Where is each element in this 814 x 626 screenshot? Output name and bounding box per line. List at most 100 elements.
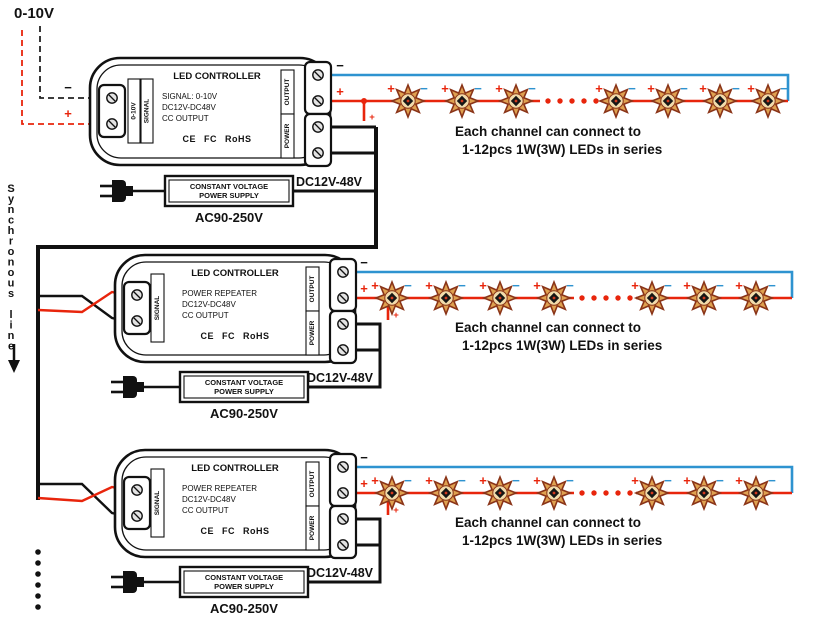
- polarity-minus-label: −: [628, 81, 636, 96]
- polarity-minus-label: −: [566, 473, 574, 488]
- signal-strip-label: SIGNAL: [144, 99, 151, 124]
- polarity-minus-label: −: [420, 81, 428, 96]
- controller-title: LED CONTROLLER: [191, 268, 279, 279]
- ac-plug-icon: [98, 178, 135, 204]
- controller-spec-3: CC OUTPUT: [182, 506, 229, 515]
- synchronous-line-label: Synchronous line: [5, 183, 17, 351]
- power-supply-1: CONSTANT VOLTAGE POWER SUPPLY AC90-250V …: [98, 174, 363, 225]
- polarity-plus-label: +: [683, 278, 691, 293]
- led-module: [651, 84, 685, 118]
- polarity-minus-label: −: [474, 81, 482, 96]
- polarity-minus-label: −: [360, 255, 368, 270]
- polarity-plus-label: +: [387, 81, 395, 96]
- twist-black-wire: [38, 294, 127, 323]
- ac-rating-label: AC90-250V: [195, 210, 263, 225]
- ac-plug-icon: [109, 569, 146, 595]
- led-module: [429, 281, 463, 315]
- negative-return-wire: [354, 465, 794, 493]
- psu-box-inner: [183, 570, 305, 594]
- controller-spec-3: CC OUTPUT: [162, 114, 209, 123]
- power-supply-2: CONSTANT VOLTAGE POWER SUPPLY AC90-250V …: [109, 370, 374, 421]
- polarity-markers: − + + − + − + − + − + − + − + − +: [360, 450, 776, 516]
- signal-wire-positive: [21, 30, 101, 125]
- polarity-minus-label: −: [458, 473, 466, 488]
- ac-rating-label: AC90-250V: [210, 601, 278, 616]
- polarity-minus-label: −: [512, 278, 520, 293]
- controller-title: LED CONTROLLER: [173, 71, 261, 82]
- psu-box: [163, 174, 295, 208]
- polarity-minus-label: −: [566, 278, 574, 293]
- signal-input-wires: [21, 26, 101, 125]
- label-strip: [140, 78, 154, 144]
- psu-label-line2: POWER SUPPLY: [214, 387, 274, 396]
- polarity-minus-label: −: [680, 81, 688, 96]
- sync-continuation-dots: [35, 549, 41, 610]
- polarity-minus-label: −: [664, 473, 672, 488]
- polarity-plus-label: +: [441, 81, 449, 96]
- polarity-minus-label: −: [768, 278, 776, 293]
- polarity-plus-label: +: [631, 278, 639, 293]
- polarity-plus-label: +: [64, 106, 72, 121]
- polarity-plus-label: +: [533, 473, 541, 488]
- polarity-minus-label: −: [732, 81, 740, 96]
- label-strip: [305, 505, 320, 551]
- output-strip-label: OUTPUT: [284, 79, 291, 106]
- power-terminal-block: [305, 114, 331, 166]
- polarity-plus-label: +: [699, 81, 707, 96]
- controller-spec-2: DC12V-DC48V: [182, 300, 236, 309]
- note-line-2: 1-12pcs 1W(3W) LEDs in series: [462, 338, 662, 353]
- output-terminal-block: [305, 62, 331, 114]
- led-modules: [391, 84, 785, 118]
- polarity-plus-label: +: [360, 476, 368, 491]
- polarity-minus-label: −: [336, 58, 344, 73]
- controller-3: SIGNAL LED CONTROLLER POWER REPEATER DC1…: [113, 448, 356, 558]
- polarity-minus-label: −: [768, 473, 776, 488]
- controller-spec-1: POWER REPEATER: [182, 289, 257, 298]
- dc-rating-label: DC12V-48V: [296, 175, 363, 189]
- polarity-plus-label: +: [360, 281, 368, 296]
- led-module: [537, 281, 571, 315]
- led-module: [635, 476, 669, 510]
- negative-return-wire: [354, 270, 794, 298]
- polarity-plus-label: +: [369, 112, 375, 123]
- power-strip-label: POWER: [309, 515, 316, 540]
- polarity-plus-label: +: [393, 310, 399, 321]
- led-module: [739, 281, 773, 315]
- polarity-plus-label: +: [533, 278, 541, 293]
- dot: [35, 571, 41, 577]
- polarity-plus-label: +: [393, 505, 399, 516]
- polarity-plus-label: +: [371, 278, 379, 293]
- note-line-1: Each channel can connect to: [455, 320, 641, 335]
- controller-1: 0-10V SIGNAL LED CONTROLLER SIGNAL: 0-10…: [88, 56, 331, 166]
- wire-break-dots: [545, 98, 599, 104]
- psu-label-line1: CONSTANT VOLTAGE: [205, 573, 283, 582]
- ac-rating-label: AC90-250V: [210, 406, 278, 421]
- twist-red-wire: [37, 485, 127, 503]
- dot: [35, 549, 41, 555]
- polarity-plus-label: +: [735, 278, 743, 293]
- output-strip-label: OUTPUT: [309, 471, 316, 498]
- led-string-1: − + + − + − + − + − + − + − + − +: [329, 58, 790, 123]
- power-terminal-block: [330, 311, 356, 363]
- psu-box-inner: [183, 375, 305, 399]
- led-module: [599, 84, 633, 118]
- polarity-minus-label: −: [404, 473, 412, 488]
- led-module: [391, 84, 425, 118]
- power-supply-3: CONSTANT VOLTAGE POWER SUPPLY AC90-250V …: [109, 565, 374, 616]
- note-line-2: 1-12pcs 1W(3W) LEDs in series: [462, 142, 662, 157]
- junction-dot: [361, 98, 367, 104]
- signal-strip-label: SIGNAL: [154, 491, 161, 516]
- polarity-minus-label: −: [512, 473, 520, 488]
- led-module: [739, 476, 773, 510]
- sync-direction-arrow: [8, 344, 20, 373]
- controller-spec-1: SIGNAL: 0-10V: [162, 92, 218, 101]
- label-strip: [280, 113, 295, 159]
- led-module: [635, 281, 669, 315]
- polarity-plus-label: +: [683, 473, 691, 488]
- power-and-sync-wiring: [36, 125, 382, 584]
- polarity-plus-label: +: [425, 278, 433, 293]
- arrow-head: [8, 360, 20, 373]
- signal-terminal-block: [99, 85, 125, 137]
- ac-plug-icon: [109, 374, 146, 400]
- polarity-plus-label: +: [479, 473, 487, 488]
